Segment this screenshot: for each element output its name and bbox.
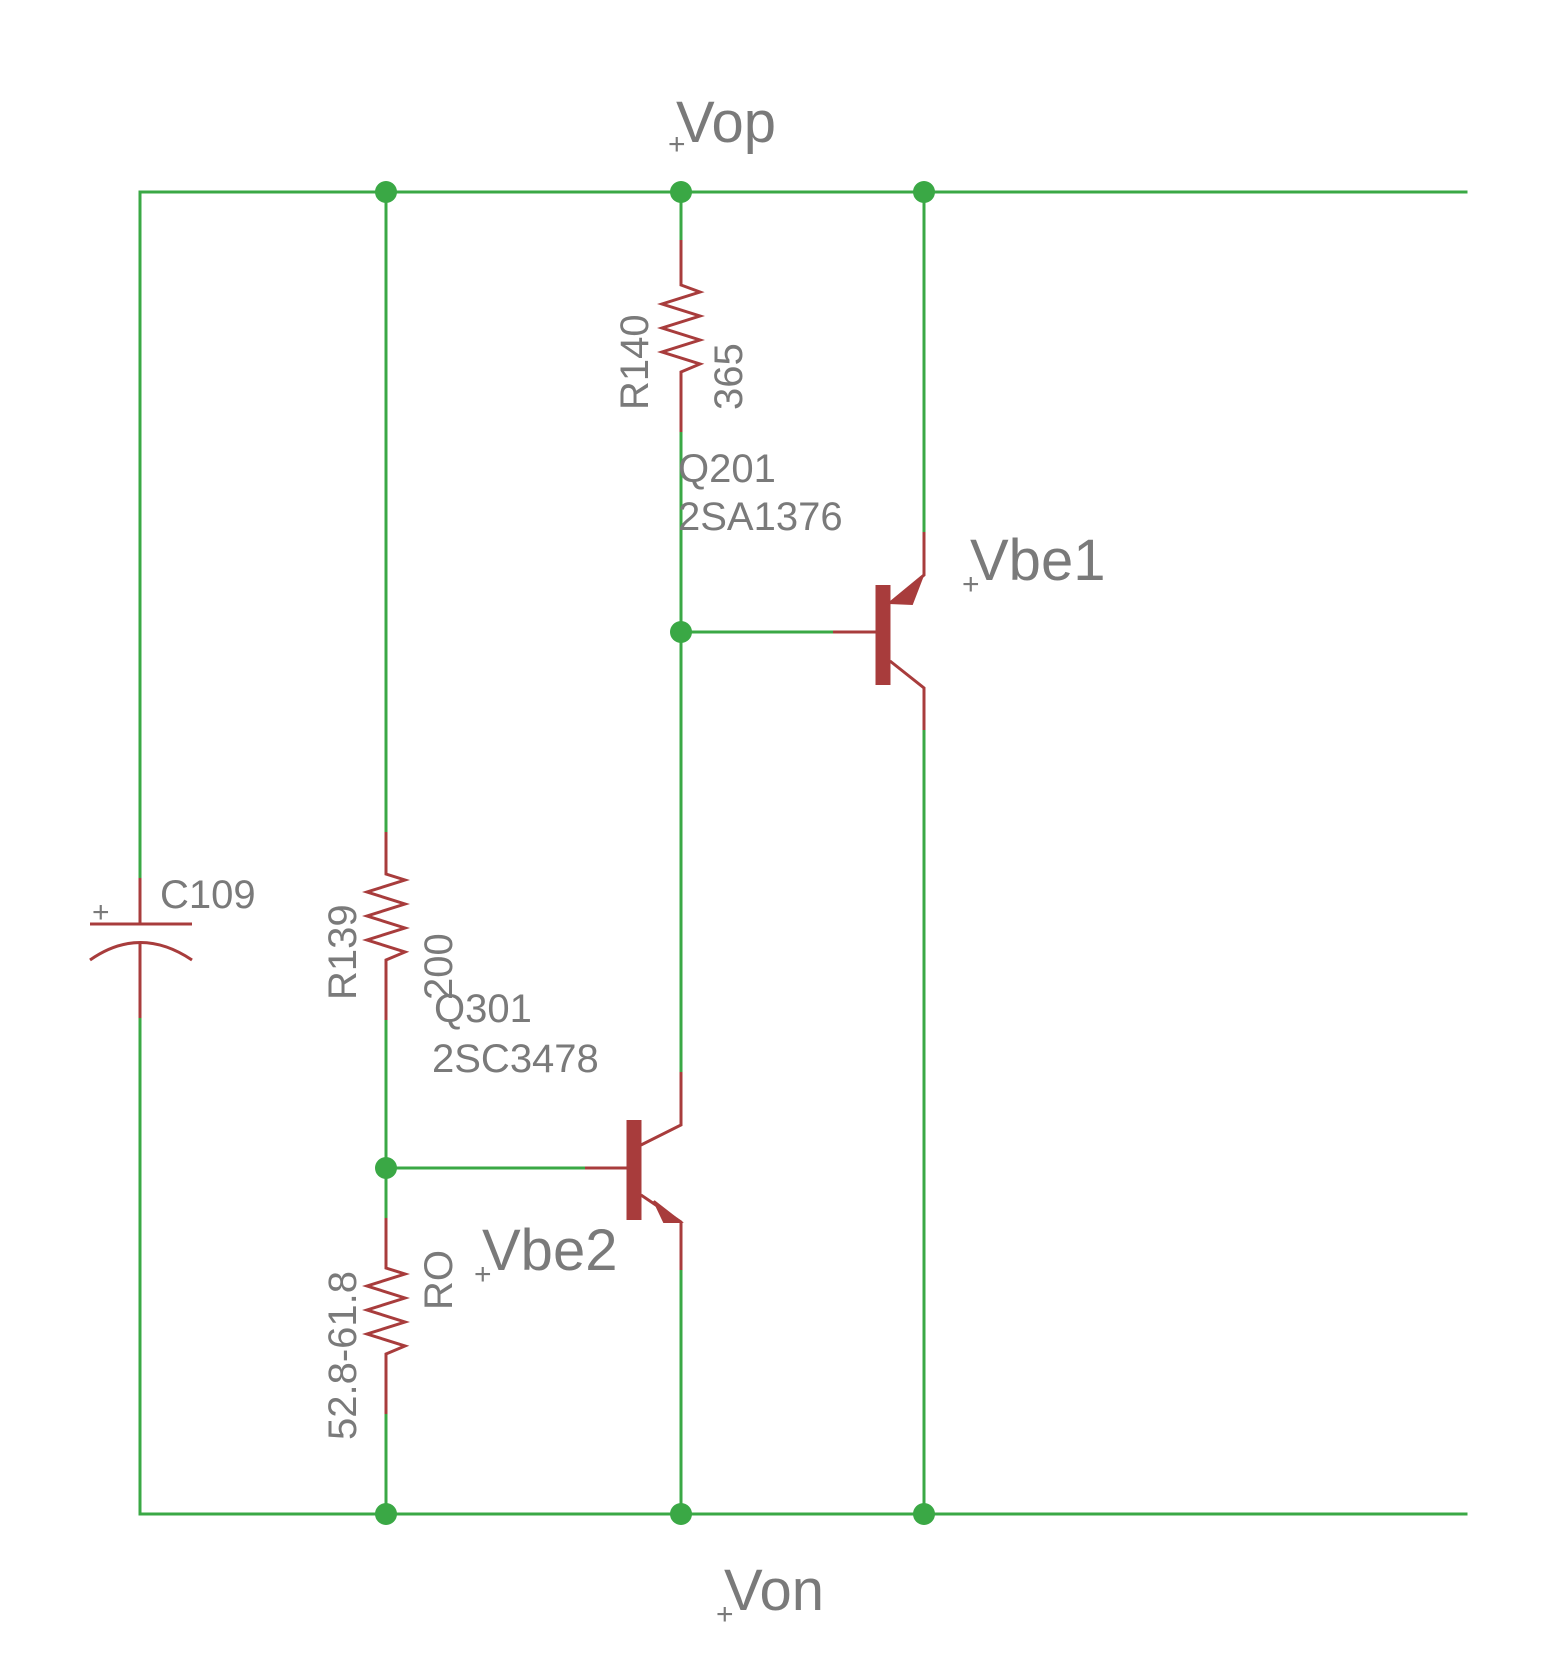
junction-dot [913,1503,935,1525]
junction-dot [670,181,692,203]
transistor-q301: Q301 2SC3478 [432,987,684,1270]
junctions [375,181,935,1525]
vop-label: Vop [676,90,776,155]
vop-plus-mark: + [668,128,686,161]
vbe2-label: Vbe2 [482,1218,617,1283]
net-labels: + Vop + Vbe1 + Vbe2 + Von [474,90,1105,1631]
q301-type: 2SC3478 [432,1037,599,1081]
junction-dot [375,1157,397,1179]
q201-label: Q201 [678,447,776,491]
resistor-r140: R140 365 [613,240,751,432]
ro-value: 52.8-61.8 [321,1271,365,1440]
junction-dot [913,181,935,203]
r139-value: 200 [417,933,461,1000]
resistor-ro: 52.8-61.8 RO [321,1218,461,1440]
ro-label: RO [417,1250,461,1310]
wires [138,190,1468,1516]
junction-dot [670,621,692,643]
junction-dot [375,1503,397,1525]
vbe1-plus-mark: + [962,568,980,601]
r139-label: R139 [321,904,365,1000]
vbe1-label: Vbe1 [970,528,1105,593]
capacitor-polarity-mark: + [92,896,110,929]
q201-type: 2SA1376 [678,495,843,539]
r140-value: 365 [707,343,751,410]
vbe2-plus-mark: + [474,1258,492,1291]
transistor-q201: Q201 2SA1376 [678,447,926,730]
capacitor-c109: + C109 [89,873,256,1018]
von-label: Von [724,1558,824,1623]
resistor-r139: R139 200 [321,832,461,1020]
junction-dot [375,181,397,203]
q301-label: Q301 [434,987,532,1031]
r140-label: R140 [613,314,657,410]
junction-dot [670,1503,692,1525]
von-plus-mark: + [716,1598,734,1631]
c109-label: C109 [160,873,256,917]
